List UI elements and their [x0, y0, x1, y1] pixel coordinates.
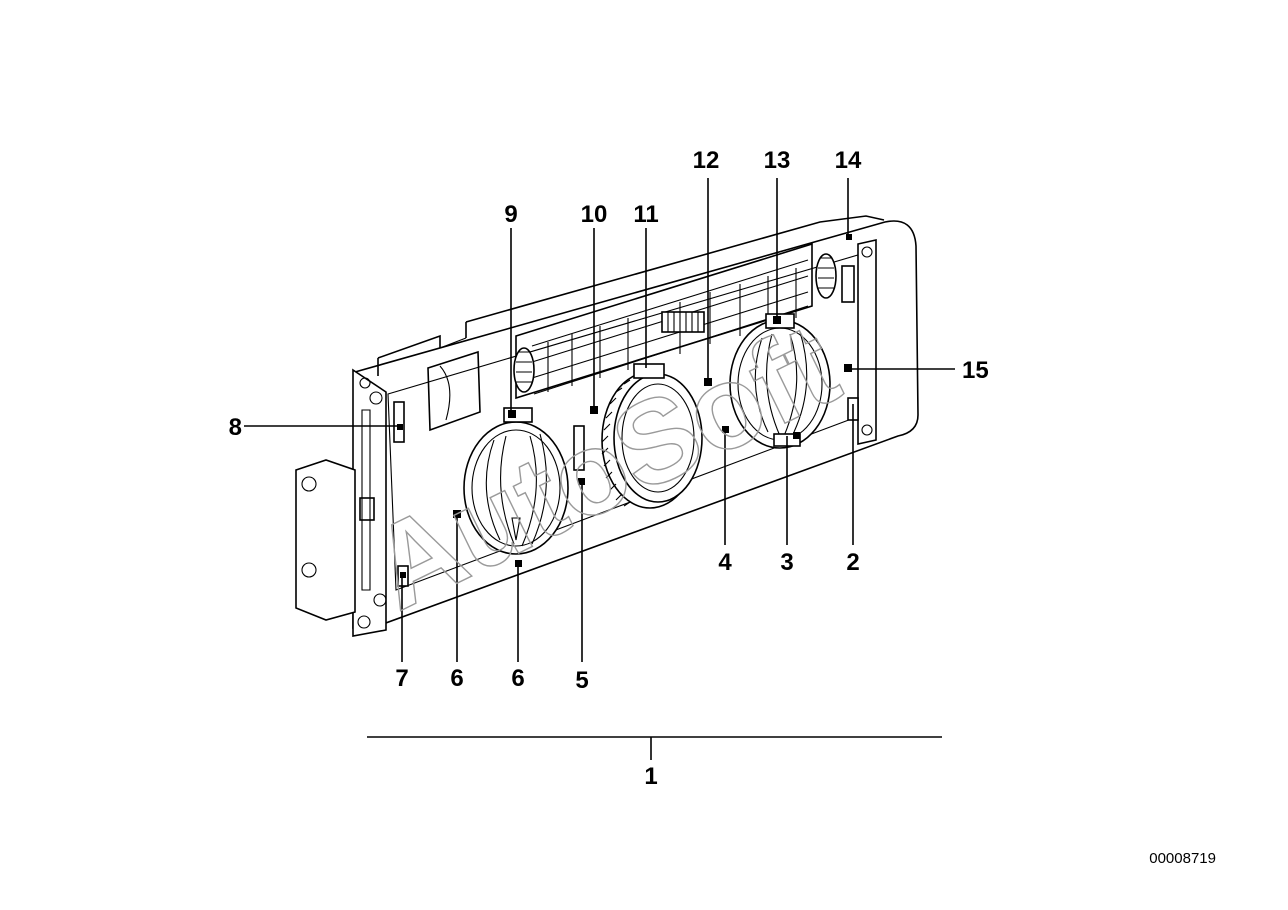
callout-12: 12: [693, 147, 720, 174]
callout-14: 14: [835, 147, 862, 174]
callout-8: 8: [229, 414, 242, 441]
heater-control-panel: [295, 215, 919, 637]
leader-lines: [244, 178, 955, 760]
callout-4: 4: [718, 549, 732, 576]
callout-9: 9: [504, 201, 517, 228]
callout-labels: 1 2 3 4 5 6 6 7 8 9 10 11 12 13 14 15: [229, 147, 989, 790]
callout-10: 10: [581, 201, 608, 228]
callout-15: 15: [962, 357, 989, 384]
document-number: 00008719: [1149, 850, 1216, 867]
callout-11: 11: [633, 201, 658, 228]
callout-6a: 6: [511, 665, 524, 692]
callout-13: 13: [764, 147, 791, 174]
callout-3: 3: [780, 549, 793, 576]
callout-5: 5: [575, 667, 588, 694]
callout-2: 2: [846, 549, 859, 576]
callout-7: 7: [395, 665, 408, 692]
callout-6b: 6: [450, 665, 463, 692]
callout-1: 1: [644, 763, 657, 790]
